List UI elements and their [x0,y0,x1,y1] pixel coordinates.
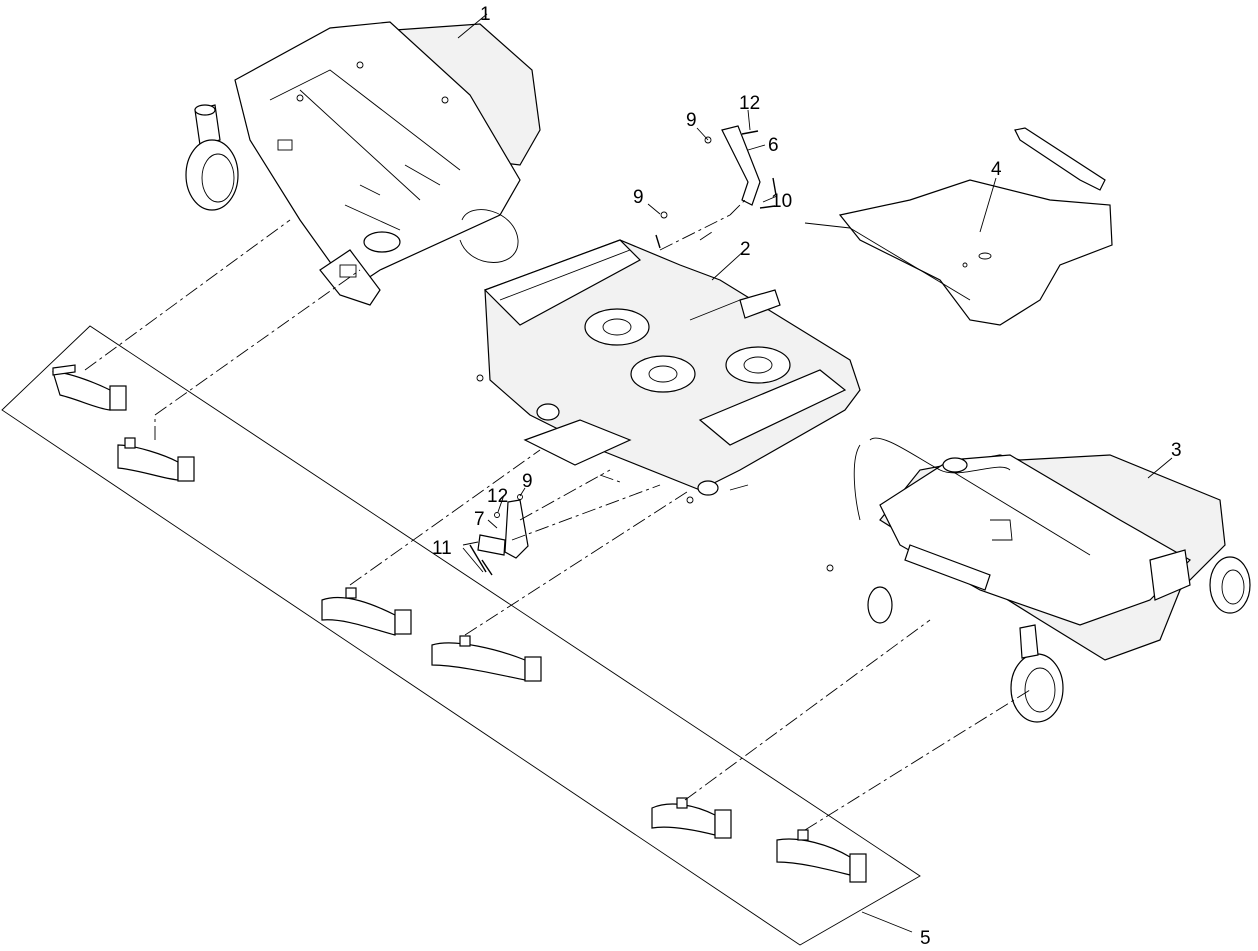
callout-11: 11 [432,538,452,559]
callouts: 1 2 3 4 5 6 7 9 9 9 10 11 12 12 [432,4,1182,949]
skid-shoe-1 [52,364,127,411]
callout-12-upper: 12 [739,93,760,114]
skid-shoe-5 [651,797,732,839]
callout-12-lower: 12 [487,486,508,507]
skid-shoe-4 [431,635,542,682]
callout-3: 3 [1171,440,1182,461]
callout-10: 10 [771,191,792,212]
callout-2: 2 [740,239,751,260]
left-deck [185,21,541,306]
callout-4: 4 [991,159,1002,180]
callout-1: 1 [480,4,491,25]
skid-shoe-3 [321,587,412,636]
kit-outline [1,325,921,946]
right-deck [826,437,1251,723]
callout-9-upper: 9 [686,110,697,131]
skid-shoe-6 [776,829,867,883]
skid-shoe-2 [117,437,195,482]
callout-7: 7 [474,509,485,530]
leader-lines [457,13,1173,933]
callout-9-middle: 9 [633,187,644,208]
right-shield [804,127,1113,326]
callout-6: 6 [768,135,779,156]
callout-5: 5 [920,928,931,949]
center-mower [476,239,861,504]
callout-9-lower: 9 [522,471,533,492]
bracket-upper [655,125,777,249]
bracket-lower [469,494,529,576]
assembly-lines [84,199,1031,831]
